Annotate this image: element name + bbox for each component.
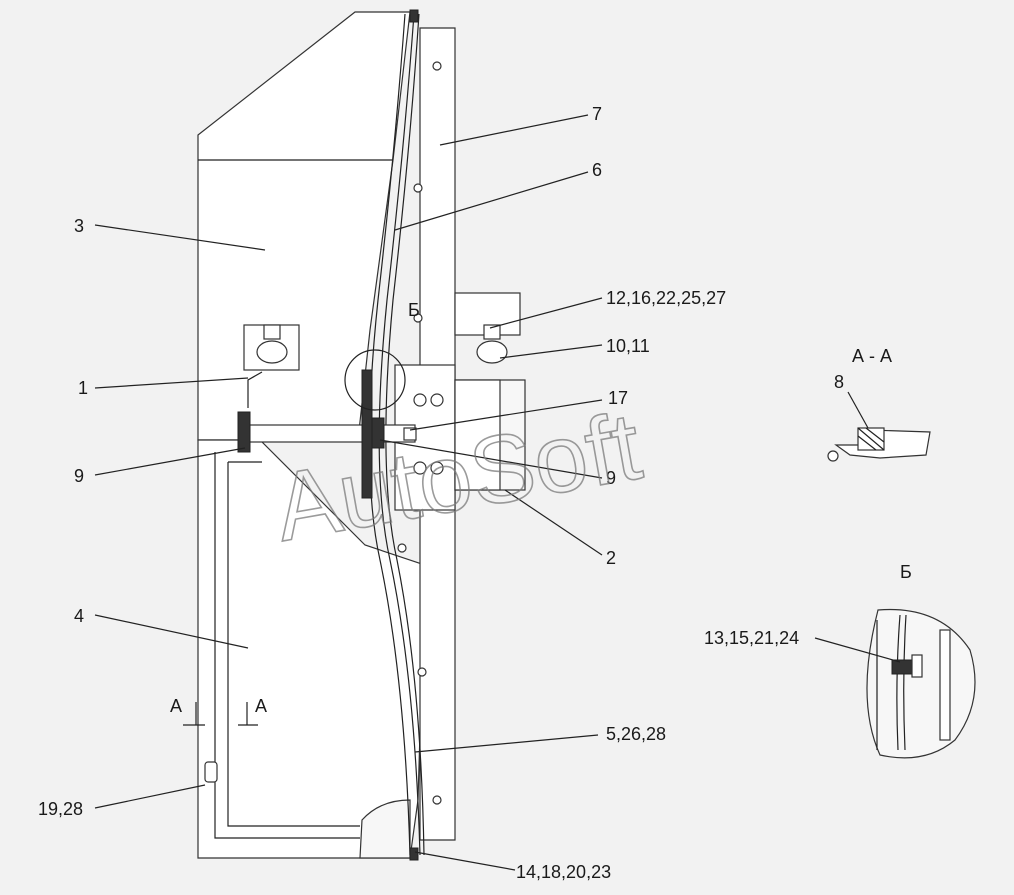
panel-upper [197, 11, 411, 441]
section-marks [183, 702, 258, 726]
label-detail-aa: А - А [852, 346, 892, 366]
detail-b-callout [344, 349, 406, 411]
detail-b [866, 608, 976, 759]
label-4: 4 [74, 606, 84, 626]
hinge-mount-right [476, 324, 508, 364]
lock-bolt [204, 761, 218, 783]
label-9-right: 9 [606, 468, 616, 488]
label-section-a-left: А [170, 696, 182, 716]
label-6: 6 [592, 160, 602, 180]
label-19-28: 19,28 [38, 799, 83, 819]
label-5-26-28: 5,26,28 [606, 724, 666, 744]
label-12-16-22-25-27: 12,16,22,25,27 [606, 288, 726, 308]
label-10-11: 10,11 [606, 336, 650, 356]
detail-aa [827, 427, 931, 462]
leader-lines [94, 114, 901, 871]
label-8: 8 [834, 372, 844, 392]
panel-lower-door [197, 439, 426, 859]
label-17: 17 [608, 388, 628, 408]
label-detail-b: Б [900, 562, 912, 582]
label-13-15-21-24: 13,15,21,24 [704, 628, 799, 648]
label-14-18-20-23: 14,18,20,23 [516, 862, 611, 882]
label-1: 1 [78, 378, 88, 398]
label-9-left: 9 [74, 466, 84, 486]
label-3: 3 [74, 216, 84, 236]
label-7: 7 [592, 104, 602, 124]
hinge-mount-left [243, 324, 300, 408]
label-section-a-right: А [255, 696, 267, 716]
label-2: 2 [606, 548, 616, 568]
label-b: Б [408, 300, 420, 320]
